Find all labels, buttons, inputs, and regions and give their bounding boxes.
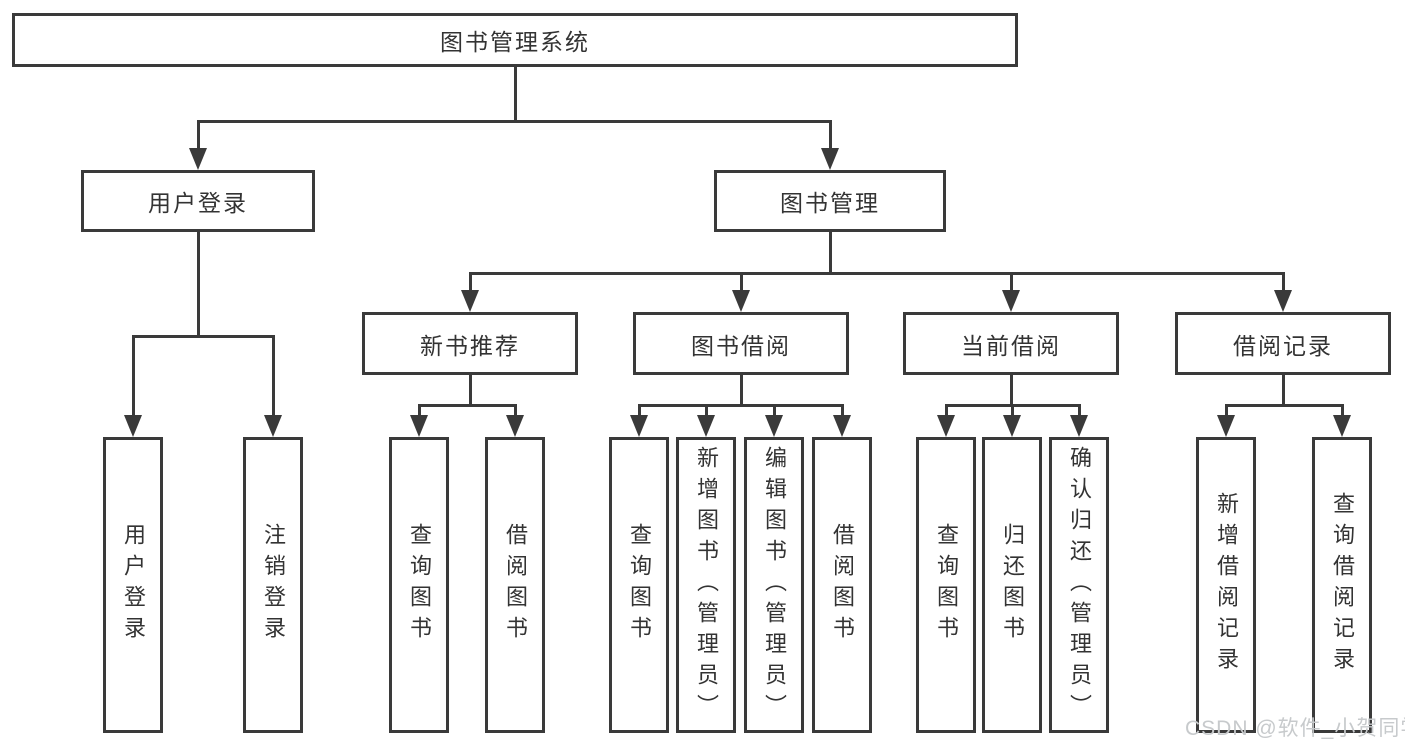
arrowhead-icon <box>833 415 851 437</box>
leaf-label: 新增借阅记录 <box>1214 492 1239 678</box>
connector-line <box>639 404 842 407</box>
connector-line <box>1340 404 1344 420</box>
leaf-borrow-books-2: 借阅图书 <box>812 437 872 733</box>
arrowhead-icon <box>732 290 750 312</box>
node-root: 图书管理系统 <box>12 13 1018 67</box>
arrowhead-icon <box>765 415 783 437</box>
node-new-book-recommend: 新书推荐 <box>362 312 578 375</box>
leaf-label: 归还图书 <box>1000 523 1025 647</box>
connector-line <box>271 335 275 420</box>
connector-line <box>1224 404 1228 420</box>
leaf-label: 借阅图书 <box>503 523 528 647</box>
connector-line <box>513 404 517 420</box>
arrowhead-icon <box>506 415 524 437</box>
leaf-query-books-2: 查询图书 <box>609 437 669 733</box>
leaf-label: 查询图书 <box>934 523 959 647</box>
connector-line <box>198 120 830 123</box>
leaf-label: 确认归还（管理员） <box>1067 445 1092 725</box>
connector-line <box>828 120 832 152</box>
node-book-management: 图书管理 <box>714 170 946 232</box>
arrowhead-icon <box>1070 415 1088 437</box>
connector-line <box>1009 374 1013 407</box>
arrowhead-icon <box>264 415 282 437</box>
arrowhead-icon <box>821 148 839 170</box>
leaf-label: 注销登录 <box>261 523 286 647</box>
arrowhead-icon <box>1274 290 1292 312</box>
arrowhead-icon <box>461 290 479 312</box>
arrowhead-icon <box>937 415 955 437</box>
node-current-borrow: 当前借阅 <box>903 312 1119 375</box>
connector-line <box>828 232 832 274</box>
connector-line <box>468 272 472 295</box>
arrowhead-icon <box>124 415 142 437</box>
connector-line <box>739 272 743 295</box>
leaf-label: 借阅图书 <box>830 523 855 647</box>
leaf-logout: 注销登录 <box>243 437 303 733</box>
leaf-edit-books-admin: 编辑图书（管理员） <box>744 437 804 733</box>
connector-line <box>133 335 273 338</box>
arrowhead-icon <box>697 415 715 437</box>
leaf-query-borrow-record: 查询借阅记录 <box>1312 437 1372 733</box>
connector-line <box>1009 272 1013 295</box>
leaf-add-books-admin: 新增图书（管理员） <box>676 437 736 733</box>
arrowhead-icon <box>410 415 428 437</box>
connector-line <box>1281 374 1285 407</box>
connector-line <box>704 404 708 420</box>
leaf-label: 编辑图书（管理员） <box>762 445 787 725</box>
connector-line <box>196 232 200 337</box>
connector-line <box>1226 404 1342 407</box>
arrowhead-icon <box>1002 290 1020 312</box>
connector-line <box>417 404 421 420</box>
leaf-label: 用户登录 <box>121 523 146 647</box>
connector-line <box>772 404 776 420</box>
node-borrow-records: 借阅记录 <box>1175 312 1391 375</box>
leaf-label: 查询图书 <box>407 523 432 647</box>
arrowhead-icon <box>189 148 207 170</box>
arrowhead-icon <box>1333 415 1351 437</box>
connector-line <box>739 374 743 407</box>
connector-line <box>419 404 515 407</box>
arrowhead-icon <box>1217 415 1235 437</box>
connector-line <box>468 374 472 407</box>
connector-line <box>196 120 200 152</box>
leaf-borrow-books-1: 借阅图书 <box>485 437 545 733</box>
node-user-login: 用户登录 <box>81 170 315 232</box>
connector-line <box>840 404 844 420</box>
leaf-add-borrow-record: 新增借阅记录 <box>1196 437 1256 733</box>
csdn-watermark: CSDN @软件_小贺同学 <box>1185 717 1405 740</box>
arrowhead-icon <box>1003 415 1021 437</box>
connector-line <box>470 272 1283 275</box>
node-book-borrow: 图书借阅 <box>633 312 849 375</box>
leaf-confirm-return-admin: 确认归还（管理员） <box>1049 437 1109 733</box>
connector-line <box>1281 272 1285 295</box>
connector-line <box>1010 404 1014 420</box>
leaf-label: 查询借阅记录 <box>1330 492 1355 678</box>
arrowhead-icon <box>630 415 648 437</box>
leaf-query-books-3: 查询图书 <box>916 437 976 733</box>
leaf-user-login: 用户登录 <box>103 437 163 733</box>
leaf-query-books-1: 查询图书 <box>389 437 449 733</box>
leaf-label: 查询图书 <box>627 523 652 647</box>
leaf-return-books: 归还图书 <box>982 437 1042 733</box>
connector-line <box>944 404 948 420</box>
connector-line <box>131 335 135 420</box>
connector-line <box>513 67 517 120</box>
connector-line <box>1077 404 1081 420</box>
connector-line <box>637 404 641 420</box>
leaf-label: 新增图书（管理员） <box>694 445 719 725</box>
